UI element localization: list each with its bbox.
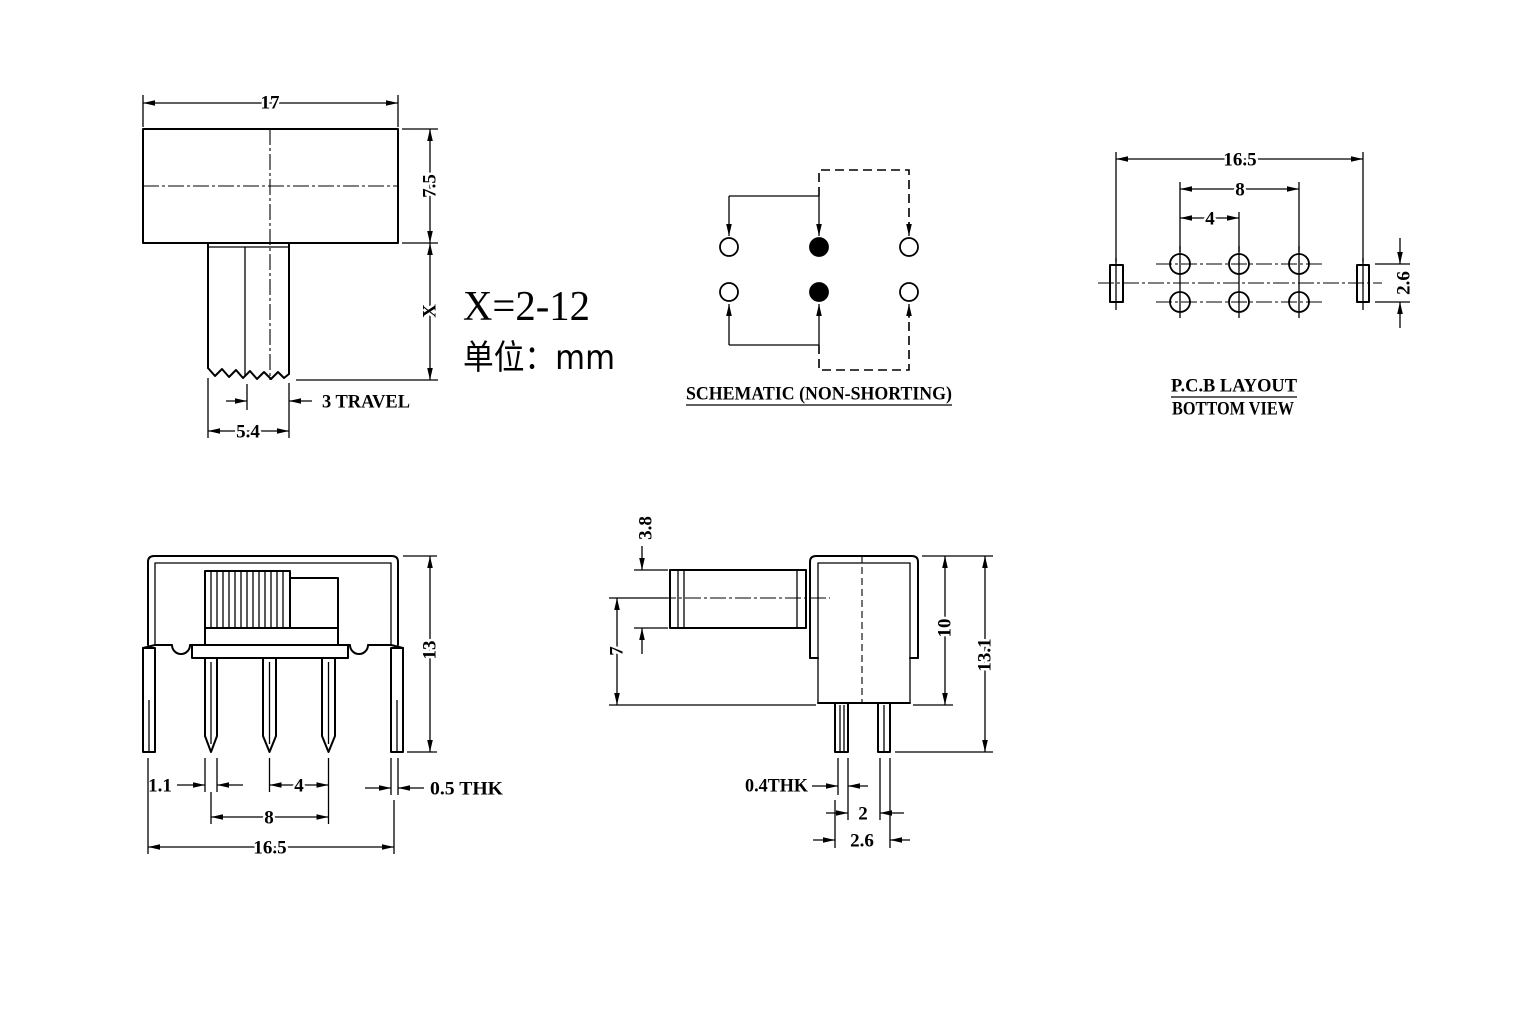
dim-pcb-row-spacing-label: 2.6 [1394, 271, 1415, 295]
dim-pin-thickness-label: 0.4THK [745, 776, 808, 797]
frame-shoulder-left [142, 644, 206, 655]
contact-open [899, 282, 919, 302]
contacts [719, 237, 919, 302]
side-view: 3.8 7 10 13.1 0.4THK [604, 514, 998, 854]
pcb-hole [1288, 291, 1310, 313]
dim-travel-label: 3 TRAVEL [322, 392, 410, 413]
dim-front-overall-label: 16.5 [253, 838, 286, 859]
alt-wire-top [818, 169, 910, 226]
dim-pcb-overall: 16.5 [1115, 147, 1364, 262]
frame-outer [147, 555, 399, 646]
dim-pin-width: 1.1 [146, 758, 243, 799]
dim-front-overall: 16.5 [147, 758, 395, 861]
side-frame-inner [817, 562, 911, 703]
actuator-lever [207, 242, 290, 380]
slider-knob [204, 570, 291, 629]
lever-length-note: X=2-12 [463, 284, 590, 330]
dim-pcb-overall-label: 16.5 [1223, 150, 1256, 171]
schematic-title: SCHEMATIC (NON-SHORTING) [686, 384, 952, 405]
alt-wire-bottom [818, 316, 910, 371]
dim-front-height-label: 13 [420, 641, 441, 660]
dim-actuator-height-label: 7 [607, 646, 628, 656]
dim-pin-outer-label: 2.6 [850, 831, 874, 852]
dim-pin-width-label: 1.1 [148, 776, 172, 797]
terminal-pin [262, 657, 277, 753]
terminal-pin [321, 657, 336, 753]
dim-lever-width-label: 5.4 [236, 422, 260, 443]
pcb-hole [1228, 253, 1250, 275]
dim-front-height: 13 [403, 555, 443, 753]
dim-travel: 3 TRAVEL [226, 383, 410, 438]
dim-actuator-thickness: 3.8 [633, 514, 668, 654]
dim-pcb-pin-pitch: 4 [1180, 206, 1240, 252]
dim-pcb-pin-span-label: 8 [1235, 180, 1245, 201]
top-view: 17 7.5 X 3 TRAVEL 5.4 X=2-12 单位：mm [142, 90, 615, 445]
dim-front-pin-pitch: 4 [268, 758, 330, 824]
dim-body-height: 7.5 [402, 128, 443, 244]
dim-pin-outer: 2.6 [813, 758, 910, 854]
mounting-slots [1109, 258, 1370, 310]
schematic-dashed-paths [818, 169, 912, 371]
dim-pcb-row-spacing: 2.6 [1375, 238, 1417, 328]
dim-front-pin-span: 8 [210, 792, 329, 831]
side-pin-left [834, 702, 849, 753]
dim-body-height-label: 7.5 [420, 174, 441, 198]
dim-actuator-height: 7 [604, 597, 816, 706]
pcb-layout: 16.5 8 4 [1098, 147, 1417, 420]
frame-inner [154, 562, 392, 645]
pcb-layout-subtitle: BOTTOM VIEW [1172, 399, 1294, 420]
pcb-hole [1169, 253, 1191, 275]
side-frame-outer [809, 555, 919, 659]
dim-pcb-pin-pitch-label: 4 [1205, 209, 1215, 230]
housing-base [191, 627, 349, 659]
pcb-layout-title: P.C.B LAYOUT [1171, 376, 1297, 397]
dim-lever-length-label: X [420, 304, 441, 318]
terminal-pin [204, 657, 218, 753]
dim-actuator-thickness-label: 3.8 [636, 516, 657, 540]
contact-common [809, 237, 829, 257]
dim-lever-width: 5.4 [207, 378, 289, 445]
pcb-hole [1228, 291, 1250, 313]
dim-frame-thickness-label: 0.5 THK [430, 779, 503, 800]
front-view: 13 1.1 4 8 16.5 [142, 555, 503, 861]
actuator-outline [669, 569, 807, 629]
unit-note: 单位：mm [463, 338, 615, 378]
pcb-hole [1288, 253, 1310, 275]
dim-pin-spacing: 2 [826, 758, 904, 827]
dim-frame-thickness: 0.5 THK [365, 758, 503, 800]
dim-side-overall-height: 13.1 [895, 556, 998, 753]
dim-body-width: 17 [142, 90, 399, 127]
lever-break-line [207, 367, 290, 380]
pcb-holes [1169, 253, 1310, 313]
schematic-solid-paths [726, 195, 822, 346]
dim-side-body-height-label: 10 [935, 619, 956, 638]
side-housing [809, 555, 919, 704]
side-pins [834, 702, 891, 753]
schematic: SCHEMATIC (NON-SHORTING) [686, 169, 952, 406]
contact-open [719, 237, 739, 257]
housing-extension [289, 577, 339, 646]
contact-common [809, 282, 829, 302]
contact-open [719, 282, 739, 302]
dim-front-pin-span-label: 8 [264, 808, 274, 829]
dim-pin-thickness: 0.4THK [745, 758, 868, 820]
dim-pin-spacing-label: 2 [858, 804, 868, 825]
dim-side-overall-height-label: 13.1 [975, 638, 996, 671]
dim-front-pin-pitch-label: 4 [294, 776, 304, 797]
dim-body-width-label: 17 [261, 93, 281, 114]
dim-lever-length: X [296, 243, 443, 381]
side-actuator [660, 569, 830, 629]
dim-side-body-height: 10 [913, 555, 993, 706]
frame-shoulder-right [337, 644, 404, 655]
lever-outline [207, 242, 290, 375]
pcb-hole [1169, 291, 1191, 313]
terminal-pins [204, 657, 336, 753]
contact-open [899, 237, 919, 257]
